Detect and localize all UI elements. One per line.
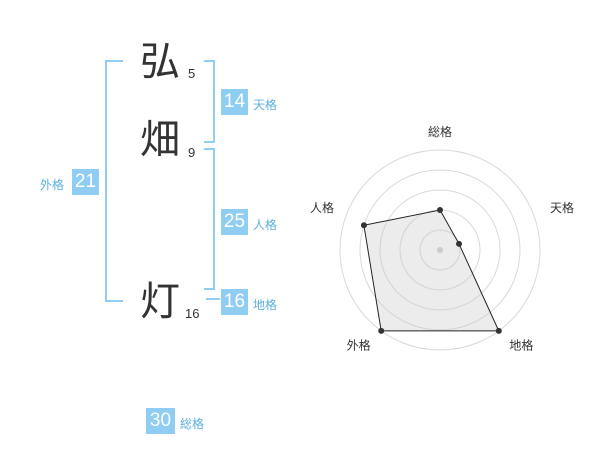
radar-point-3: [495, 327, 502, 334]
radar-axis-label-1: 総格: [428, 124, 452, 139]
radar-axis-label-3: 地格: [509, 338, 533, 353]
gaikaku-bracket: [105, 60, 123, 302]
radar-point-2: [456, 240, 463, 247]
jinkaku-bracket: [204, 148, 215, 290]
soukaku-value: 30: [146, 408, 175, 434]
name-char-3: 灯: [140, 279, 180, 325]
radar-ring-4: [359, 169, 521, 331]
radar-axis-label-2: 天格: [550, 200, 574, 215]
tenkaku-label: 天格: [253, 98, 278, 112]
chikaku-value: 16: [221, 289, 248, 315]
radar-axis-label-4: 外格: [347, 338, 371, 353]
tenkaku-bracket: [204, 60, 215, 143]
gaikaku-label: 外格: [40, 178, 65, 192]
radar-ring-5: [339, 149, 541, 351]
name-char-1: 弘: [140, 39, 180, 85]
radar-point-1: [437, 207, 443, 213]
gaikaku-value: 21: [72, 169, 99, 195]
chikaku-label: 地格: [253, 298, 278, 312]
radar-area: [363, 209, 500, 332]
stroke-count-3: 16: [185, 306, 200, 321]
radar-ring-1: [419, 229, 461, 271]
jinkaku-value: 25: [221, 209, 248, 235]
tenkaku-value: 14: [221, 89, 248, 115]
soukaku-label: 総格: [180, 417, 205, 431]
stroke-count-2: 9: [188, 145, 196, 160]
stroke-count-1: 5: [188, 66, 196, 81]
jinkaku-label: 人格: [253, 218, 278, 232]
radar-ring-3: [379, 189, 501, 311]
name-char-2: 畑: [140, 117, 180, 163]
radar-axis-label-5: 人格: [310, 200, 334, 215]
radar-center-dot: [437, 247, 443, 253]
radar-point-5: [360, 222, 367, 229]
chikaku-connector: [206, 298, 220, 300]
radar-point-4: [378, 327, 385, 334]
